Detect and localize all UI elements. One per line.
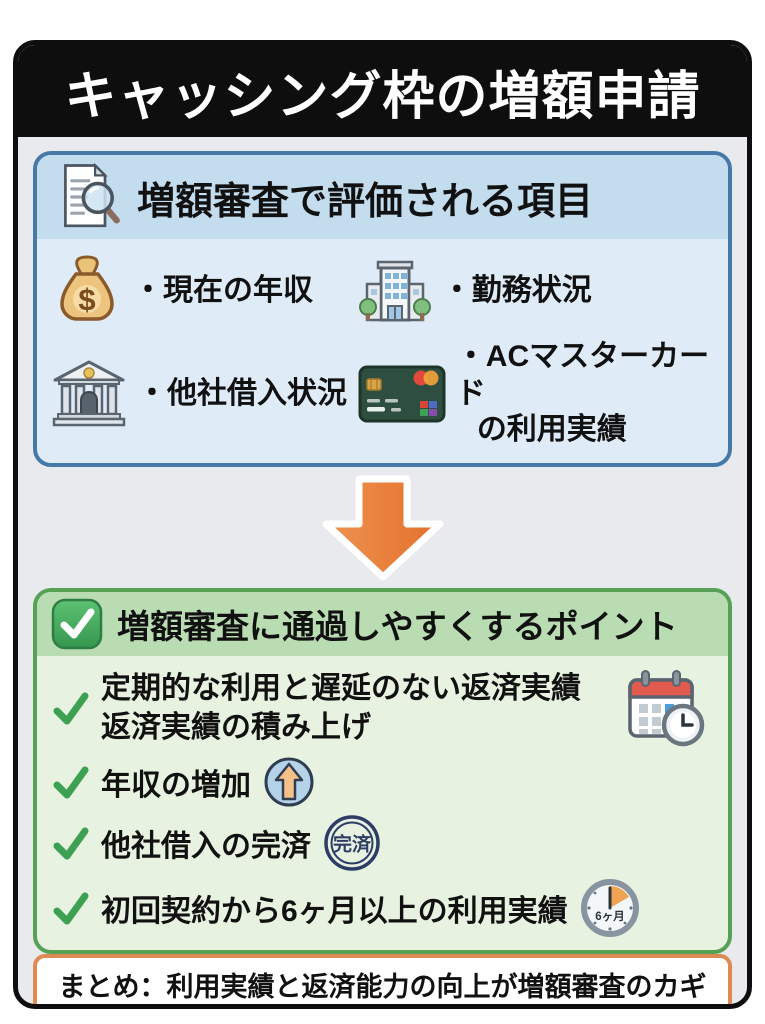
calendar-clock-icon: [628, 669, 705, 747]
page-header: キャッシング枠の増額申請: [18, 45, 747, 137]
down-arrow-icon: [322, 475, 443, 581]
eval-item-other-loans: ・他社借入状況: [51, 339, 358, 449]
stamp-text: 完済: [333, 832, 372, 855]
checkmark-icon: [53, 692, 89, 725]
office-building-icon: [358, 260, 431, 322]
point-item-payoff-other-loans: 他社借入の完済 完済: [53, 814, 712, 872]
evaluation-items: $ ・現在の年収: [37, 239, 728, 463]
income-up-arrow-icon: [264, 757, 314, 807]
page-title: キャッシング枠の増額申請: [64, 67, 701, 126]
eval-item-label: ・ACマスターカード の利用実績: [456, 339, 718, 449]
summary-box: まとめ：利用実績と返済能力の向上が増額審査のカギ: [33, 953, 732, 1004]
money-bag-icon: $: [60, 255, 114, 321]
point-label-line1: 定期的な利用と遅延のない返済実績: [101, 671, 581, 705]
eval-item-label-line1: ・ACマスターカード: [455, 340, 710, 410]
point-item-label: 年収の増加: [101, 768, 251, 802]
credit-card-icon: [358, 365, 446, 423]
eval-item-ac-card-usage: ・ACマスターカード の利用実績: [358, 339, 718, 449]
eval-item-employment: ・勤務状況: [358, 247, 718, 335]
card-body: 増額審査で評価される項目 $ ・現在の年収: [18, 137, 747, 1004]
eval-item-label-line2: の利用実績: [476, 413, 627, 447]
eval-item-label: ・勤務状況: [441, 273, 592, 307]
evaluation-panel: 増額審査で評価される項目 $ ・現在の年収: [33, 151, 732, 467]
point-item-regular-use: 定期的な利用と遅延のない返済実績 返済実績の積み上げ: [53, 666, 712, 750]
evaluation-title: 増額審査で評価される項目: [137, 180, 594, 223]
dollar-symbol: $: [78, 282, 95, 317]
points-title: 増額審査に通過しやすくするポイント: [117, 607, 678, 645]
bank-icon: [52, 360, 126, 427]
checkmark-icon: [53, 766, 89, 799]
document-magnifier-icon: [64, 162, 120, 228]
paid-off-stamp-icon: 完済: [324, 815, 380, 871]
points-panel: 増額審査に通過しやすくするポイント 定期的な利用と遅延のない返済実績 返済実績の…: [33, 587, 732, 954]
six-months-clock-icon: 6ヶ月: [580, 878, 639, 937]
point-item-label: 定期的な利用と遅延のない返済実績 返済実績の積み上げ: [101, 669, 581, 747]
eval-item-label: ・現在の年収: [133, 273, 313, 307]
points-items: 定期的な利用と遅延のない返済実績 返済実績の積み上げ: [37, 656, 728, 950]
summary-text: まとめ：利用実績と返済能力の向上が増額審査のカギ: [58, 971, 707, 1002]
points-panel-header: 増額審査に通過しやすくするポイント: [37, 591, 728, 656]
eval-item-label: ・他社借入状況: [137, 376, 347, 410]
eval-item-income: $ ・現在の年収: [51, 247, 358, 335]
main-card: キャッシング枠の増額申請: [13, 40, 752, 1009]
point-item-label: 他社借入の完済: [101, 829, 311, 863]
clock-label-text: 6ヶ月: [595, 910, 624, 923]
checkmark-icon: [53, 892, 89, 925]
point-label-line2: 返済実績の積み上げ: [101, 710, 371, 744]
point-item-six-months-usage: 初回契約から6ヶ月以上の利用実績 6ヶ月: [53, 878, 712, 938]
point-item-label: 初回契約から6ヶ月以上の利用実績: [101, 894, 568, 928]
flow-arrow-container: [33, 467, 732, 588]
checkmark-icon: [53, 827, 89, 860]
evaluation-panel-header: 増額審査で評価される項目: [37, 155, 728, 239]
check-badge-icon: [51, 598, 103, 650]
point-item-income-increase: 年収の増加: [53, 756, 712, 808]
